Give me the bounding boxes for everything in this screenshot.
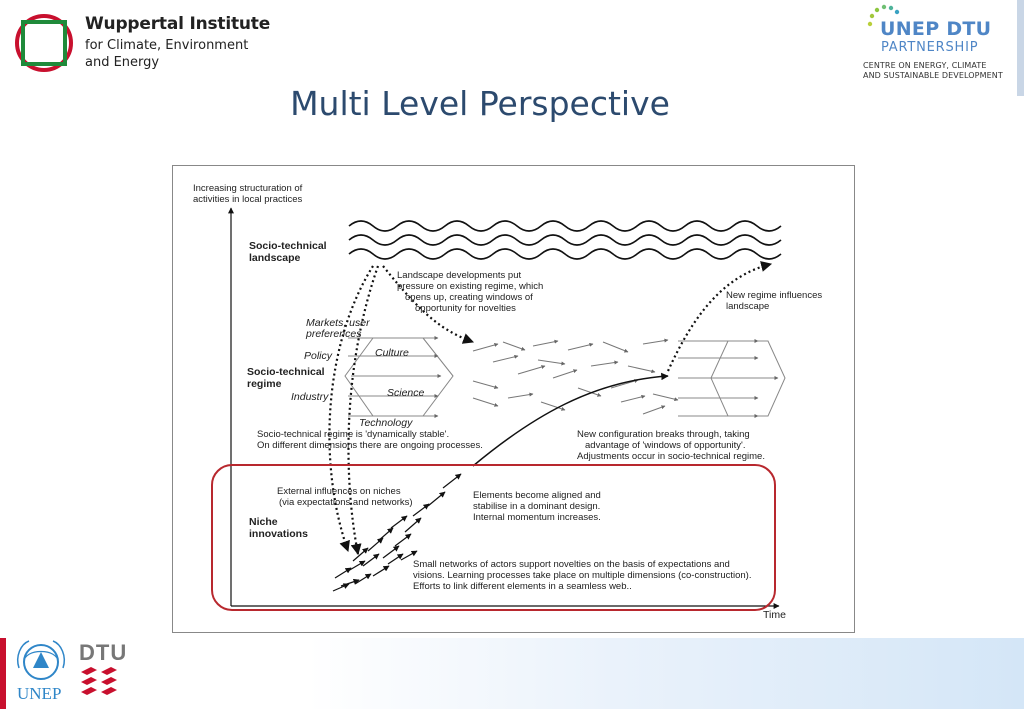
dimension-policy: Policy (304, 350, 333, 362)
niche-highlight-box (211, 464, 776, 611)
annotation-small-networks: Small networks of actors support novelti… (413, 559, 752, 592)
unep-label: UNEP (17, 684, 62, 703)
annotation-landscape-pressure: Landscape developments put pressure on e… (397, 270, 544, 314)
breakthrough-trajectory (472, 372, 669, 467)
right-edge-bar (1017, 0, 1024, 96)
landscape-waves (348, 220, 782, 260)
dimension-science: Science (387, 387, 425, 399)
unep-dtu-dots-icon (867, 4, 900, 27)
regime-left-hexagon (344, 336, 454, 418)
footer-red-stripe (0, 638, 6, 709)
unep-dtu-line-2: AND SUSTAINABLE DEVELOPMENT (863, 71, 1003, 80)
unep-emblem-icon (17, 640, 65, 680)
dtu-label: DTU (79, 640, 128, 665)
wuppertal-logo (15, 14, 73, 72)
wuppertal-title: Wuppertal Institute (85, 14, 271, 34)
wuppertal-subtitle-1: for Climate, Environment (85, 38, 249, 53)
dimension-culture: Culture (375, 347, 409, 359)
annotation-aligned: Elements become aligned and stabilise in… (473, 490, 601, 523)
footer-band (0, 638, 1024, 709)
dimension-industry: Industry (291, 391, 329, 403)
dtu-logo-icon (81, 667, 117, 695)
annotation-breakthrough: New configuration breaks through, taking… (577, 429, 765, 462)
landscape-pressure-arrows (328, 261, 773, 556)
unep-dtu-subtitle: PARTNERSHIP (881, 40, 979, 55)
regime-right-hexagon (678, 339, 786, 418)
mlp-diagram-graphics (211, 207, 786, 611)
slide-title: Multi Level Perspective (290, 84, 670, 123)
unep-dtu-title: UNEP DTU (880, 18, 992, 40)
niche-arrows (332, 473, 462, 592)
dimension-technology: Technology (359, 417, 413, 429)
wuppertal-subtitle-2: and Energy (85, 55, 160, 70)
annotation-external-influences: External influences on niches (via expec… (277, 486, 413, 508)
regime-turbulence-arrows (472, 338, 679, 415)
unep-dtu-line-1: CENTRE ON ENERGY, CLIMATE (863, 61, 987, 70)
x-axis-label: Time (763, 609, 786, 621)
annotation-regime-stable: Socio-technical regime is 'dynamically s… (257, 429, 483, 451)
